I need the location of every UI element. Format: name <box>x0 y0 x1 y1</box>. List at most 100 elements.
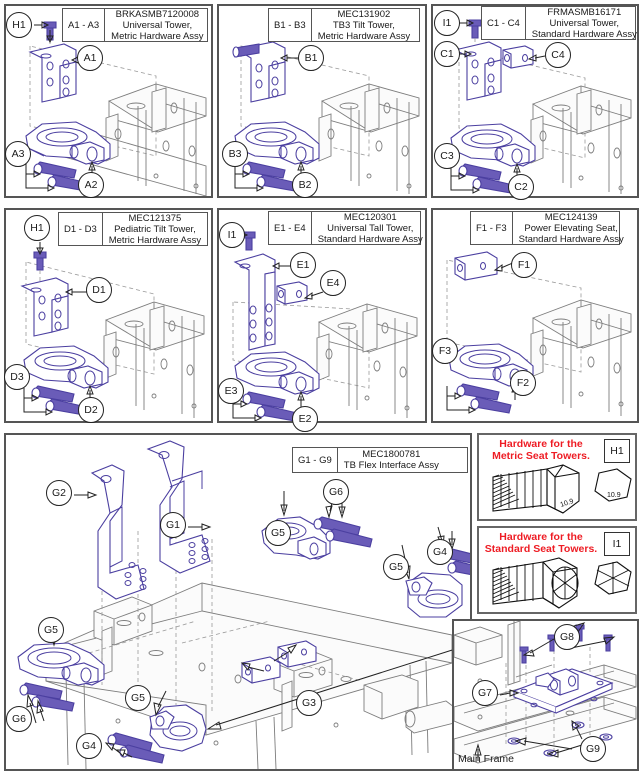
callout-label: D1 <box>92 284 106 296</box>
callout-label: E1 <box>296 259 310 271</box>
panel-c-partnumber: FRMASMB16171 <box>547 6 622 18</box>
callout-g4-lowermid[interactable]: G4 <box>76 733 102 759</box>
hw-tag-label: H1 <box>610 445 624 457</box>
callout-label: G7 <box>477 687 492 699</box>
callout-g7[interactable]: G7 <box>472 680 498 706</box>
callout-g5-right[interactable]: G5 <box>383 554 409 580</box>
callout-a3[interactable]: A3 <box>5 141 31 167</box>
callout-label: E4 <box>326 277 340 289</box>
screws-e3-part <box>242 391 298 421</box>
callout-d1[interactable]: D1 <box>86 277 112 303</box>
callout-h1-panel-d[interactable]: H1 <box>24 215 50 241</box>
grade-mark-face: 10.9 <box>607 492 621 499</box>
screws-g6-lowerleft-part <box>19 682 75 712</box>
hardware-legend-standard: Hardware for the Standard Seat Towers. I… <box>477 526 637 614</box>
clevis-g5-right-part <box>405 572 463 618</box>
callout-label: C4 <box>551 49 565 61</box>
panel-d-desc2: Metric Hardware Assy <box>108 234 202 246</box>
callout-label: G4 <box>432 546 447 558</box>
bolt-h1-part <box>33 251 47 286</box>
callout-g1[interactable]: G1 <box>160 512 186 538</box>
panel-b-range: B1 - B3 <box>269 9 312 41</box>
hardware-legend-metric-tag: H1 <box>604 439 630 463</box>
callout-f2[interactable]: F2 <box>510 370 536 396</box>
chassis-background <box>446 259 632 416</box>
clevis-c2-part <box>450 123 536 167</box>
chassis-background <box>25 261 205 418</box>
hw-tag-label: I1 <box>612 538 622 550</box>
panel-a-desc2: Metric Hardware Assy <box>111 30 204 42</box>
callout-label: D2 <box>84 404 98 416</box>
panel-g-description: MEC1800781 TB Flex Interface Assy <box>338 448 445 472</box>
callout-e4[interactable]: E4 <box>320 270 346 296</box>
callout-g3[interactable]: G3 <box>296 690 322 716</box>
hw-title-line2: Metric Seat Towers. <box>492 450 590 462</box>
panel-f-range: F1 - F3 <box>471 212 513 244</box>
standard-bolt-icon <box>492 557 632 609</box>
callout-a1[interactable]: A1 <box>77 45 103 71</box>
callout-i1-panel-e[interactable]: I1 <box>219 222 245 248</box>
callout-d3[interactable]: D3 <box>4 364 30 390</box>
panel-a-drawing <box>25 21 207 196</box>
callout-label: F2 <box>516 377 530 389</box>
panel-g-drawing <box>17 440 470 769</box>
screws-f3-part <box>456 383 512 414</box>
plate-g7-part <box>512 668 614 714</box>
clevis-g5-lowerleft-part <box>17 642 105 686</box>
tall-bracket-e1-part <box>233 253 276 351</box>
panel-a-description: BRKASMB7120008 Universal Tower, Metric H… <box>105 9 209 42</box>
callout-h1-panel-a[interactable]: H1 <box>6 12 32 38</box>
callout-label: B2 <box>298 179 312 191</box>
callout-e1[interactable]: E1 <box>290 252 316 278</box>
panel-c-drawing <box>450 19 632 194</box>
panel-c-description: FRMASMB16171 Universal Tower, Standard H… <box>526 6 643 40</box>
callout-g8[interactable]: G8 <box>554 624 580 650</box>
panel-g-range: G1 - G9 <box>293 448 338 472</box>
callout-b3[interactable]: B3 <box>222 141 248 167</box>
main-frame-label: Main Frame <box>458 753 515 765</box>
callout-g4-right[interactable]: G4 <box>427 539 453 565</box>
callout-g9[interactable]: G9 <box>580 736 606 762</box>
panel-f-desc1: Power Elevating Seat, <box>524 222 618 234</box>
panel-e-description: MEC120301 Universal Tall Tower, Standard… <box>312 211 429 245</box>
clevis-a2-part <box>25 121 111 165</box>
callout-b1[interactable]: B1 <box>298 45 324 71</box>
callout-g5-lowermid[interactable]: G5 <box>125 685 151 711</box>
callout-label: E2 <box>298 413 312 425</box>
bracket-b1-part <box>232 41 286 103</box>
callout-g2[interactable]: G2 <box>46 480 72 506</box>
panel-d-desc1: Pediatric Tilt Tower, <box>114 223 196 235</box>
bracket-c1-part <box>453 41 502 101</box>
panel-f-description: MEC124139 Power Elevating Seat, Standard… <box>513 211 630 245</box>
hw-title-line2: Standard Seat Towers. <box>484 543 598 555</box>
panel-e-drawing <box>232 231 418 421</box>
panel-e-partnumber: MEC120301 <box>343 211 397 223</box>
clevis-e2-part <box>234 351 320 395</box>
callout-c3[interactable]: C3 <box>434 143 460 169</box>
callout-a2[interactable]: A2 <box>78 172 104 198</box>
callout-f3[interactable]: F3 <box>432 338 458 364</box>
panel-g-tb-flex-interface <box>4 433 472 771</box>
callout-label: I1 <box>227 229 237 241</box>
callout-label: G4 <box>81 740 96 752</box>
callout-e3[interactable]: E3 <box>218 378 244 404</box>
panel-e-range: E1 - E4 <box>269 212 312 244</box>
callout-b2[interactable]: B2 <box>292 172 318 198</box>
callout-label: G2 <box>51 487 66 499</box>
panel-f-partnumber: MEC124139 <box>544 211 598 223</box>
callout-i1-panel-c[interactable]: I1 <box>434 10 460 36</box>
callout-label: F1 <box>517 259 531 271</box>
panel-a-range: A1 - A3 <box>63 9 106 41</box>
grade-mark-iso: 10.9 <box>559 498 574 509</box>
callout-c2[interactable]: C2 <box>508 174 534 200</box>
plate-g2-part <box>90 464 147 600</box>
callout-g6-lowerleft[interactable]: G6 <box>6 706 32 732</box>
callout-c1[interactable]: C1 <box>434 41 460 67</box>
callout-g5-lowerleft[interactable]: G5 <box>38 617 64 643</box>
callout-f1[interactable]: F1 <box>511 252 537 278</box>
callout-c4[interactable]: C4 <box>545 42 571 68</box>
callout-e2[interactable]: E2 <box>292 406 318 432</box>
callout-g5-top[interactable]: G5 <box>265 520 291 546</box>
callout-g6-top[interactable]: G6 <box>323 479 349 505</box>
callout-d2[interactable]: D2 <box>78 397 104 423</box>
